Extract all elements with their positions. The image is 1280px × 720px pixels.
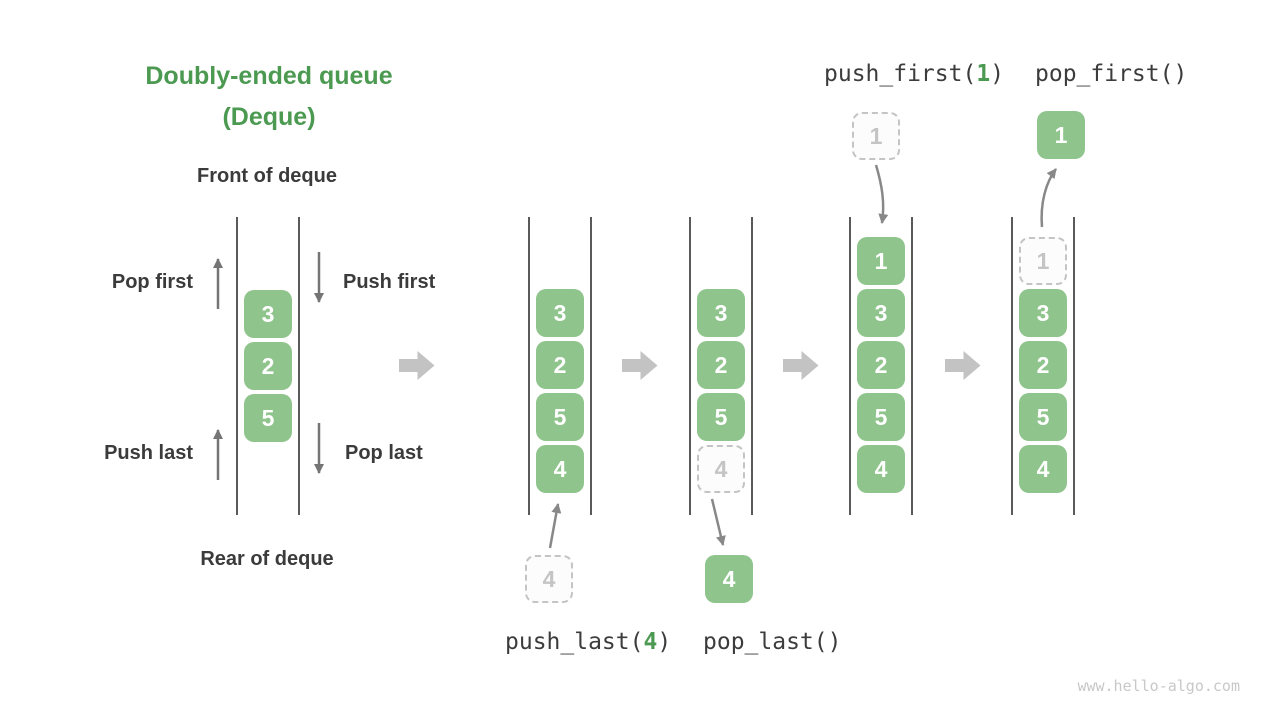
code-suffix: ) <box>657 629 672 655</box>
push-first-flow-arrow-icon <box>874 164 889 224</box>
pop-first-label: Pop first <box>111 271 193 293</box>
push-last-code-label: push_last(4) <box>505 629 671 655</box>
queue-wall-left <box>689 217 691 515</box>
queue-wall-left <box>528 217 530 515</box>
queue-cell: 5 <box>1019 393 1067 441</box>
transition-arrow-icon <box>945 351 981 380</box>
push-first-incoming-box: 1 <box>852 112 900 160</box>
queue-cell: 3 <box>244 290 292 338</box>
queue-wall-right <box>911 217 913 515</box>
pop-last-code-label: pop_last() <box>703 629 841 655</box>
queue-cell: 4 <box>857 445 905 493</box>
queue-cell: 3 <box>697 289 745 337</box>
code-prefix: push_last( <box>505 629 644 655</box>
diagram-title: Doubly-ended queue (Deque) <box>117 56 421 138</box>
pop-last-label: Pop last <box>345 442 423 464</box>
queue-wall-left <box>1011 217 1013 515</box>
pop-first-removed-box: 1 <box>1037 111 1085 159</box>
code-prefix: push_first( <box>824 61 977 87</box>
queue-cell-ghost: 4 <box>697 445 745 493</box>
transition-arrow-icon <box>399 351 435 380</box>
queue-cell: 4 <box>1019 445 1067 493</box>
queue-cell: 3 <box>857 289 905 337</box>
queue-wall-right <box>1073 217 1075 515</box>
code-arg: 4 <box>643 629 658 655</box>
queue-cell: 3 <box>1019 289 1067 337</box>
queue-cell: 5 <box>697 393 745 441</box>
queue-cell: 5 <box>857 393 905 441</box>
queue-cell: 5 <box>536 393 584 441</box>
queue-cell: 2 <box>244 342 292 390</box>
queue-cell: 1 <box>857 237 905 285</box>
queue-cell: 5 <box>244 394 292 442</box>
code-suffix: ) <box>990 61 1005 87</box>
transition-arrow-icon <box>783 351 819 380</box>
queue-cell: 2 <box>1019 341 1067 389</box>
queue-wall-right <box>751 217 753 515</box>
push-first-code-label: push_first(1) <box>824 61 1004 87</box>
push-first-label: Push first <box>343 271 436 293</box>
transition-arrow-icon <box>622 351 658 380</box>
queue-wall-left <box>236 217 238 515</box>
front-of-deque-label: Front of deque <box>197 165 337 187</box>
pop-last-removed-box: 4 <box>705 555 753 603</box>
queue-cell: 2 <box>857 341 905 389</box>
code-prefix: pop_last() <box>703 629 842 655</box>
code-arg: 1 <box>976 61 991 87</box>
rear-of-deque-label: Rear of deque <box>200 548 334 570</box>
queue-wall-left <box>849 217 851 515</box>
queue-wall-right <box>590 217 592 515</box>
code-prefix: pop_first() <box>1035 61 1188 87</box>
queue-wall-right <box>298 217 300 515</box>
pop-first-code-label: pop_first() <box>1035 61 1187 87</box>
queue-cell-ghost: 1 <box>1019 237 1067 285</box>
push-last-label: Push last <box>104 442 193 464</box>
queue-cell: 2 <box>697 341 745 389</box>
queue-cell: 4 <box>536 445 584 493</box>
queue-cell: 3 <box>536 289 584 337</box>
watermark: www.hello-algo.com <box>1077 677 1240 695</box>
title-line-1: Doubly-ended queue <box>145 62 393 90</box>
queue-cell: 2 <box>536 341 584 389</box>
push-last-incoming-box: 4 <box>525 555 573 603</box>
title-line-2: (Deque) <box>222 103 316 131</box>
